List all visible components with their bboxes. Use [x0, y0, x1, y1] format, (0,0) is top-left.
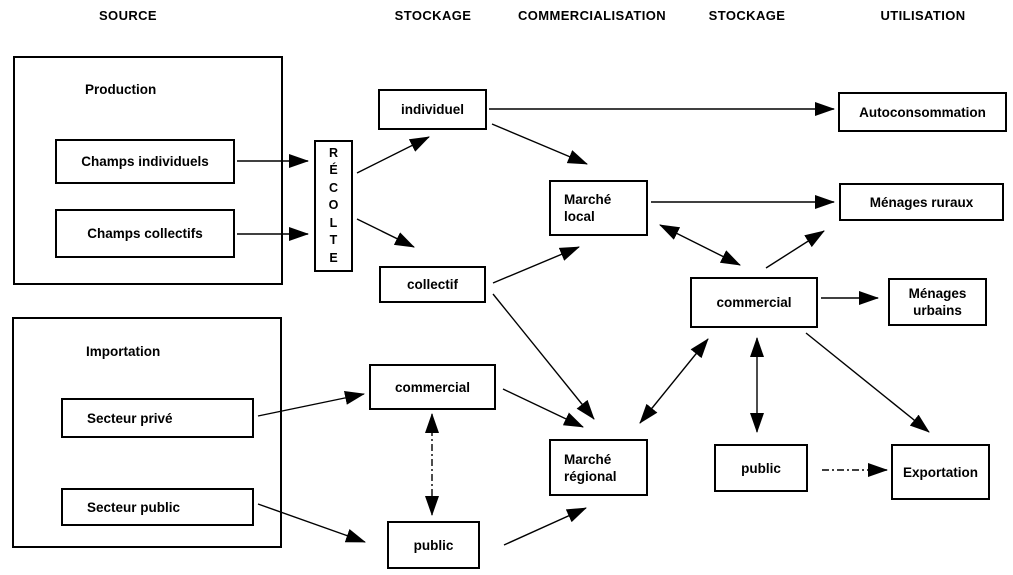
edge-collectif-to-marche-regional: [492, 293, 595, 420]
node-label: public: [413, 537, 454, 553]
edge-commercial-stockage-2-to-marche-regional: [639, 338, 709, 424]
group-label-production: Production: [85, 82, 157, 97]
node-autoconsommation: Autoconsommation: [838, 92, 1007, 132]
node-label: individuel: [400, 102, 464, 117]
node-label: Exportation: [902, 464, 978, 480]
node-individuel: individuel: [378, 89, 487, 130]
node-commercial-stockage-2: commercial: [690, 277, 818, 328]
column-header-source: SOURCE: [98, 8, 158, 23]
node-label: Marché: [564, 451, 612, 467]
node-label: Autoconsommation: [859, 104, 986, 120]
node-public-stockage-1: public: [387, 521, 480, 569]
node-label: commercial: [394, 379, 471, 395]
node-label: urbains: [913, 303, 962, 318]
node-exportation: Exportation: [891, 444, 990, 500]
node-label: Secteur public: [87, 499, 181, 515]
node-champs-collectifs: Champs collectifs: [55, 209, 235, 258]
edge-secteur-prive-to-commercial-stockage-1: [257, 391, 365, 417]
edge-commercial-stockage-1-to-marche-regional: [502, 388, 584, 428]
node-label: collectif: [406, 277, 458, 292]
node-menages-urbains: Ménages urbains: [888, 278, 987, 326]
node-champs-individuels: Champs individuels: [55, 139, 235, 184]
column-header-stockage-1: STOCKAGE: [394, 8, 472, 23]
node-label: T: [329, 233, 338, 248]
node-marche-local: Marché local: [549, 180, 648, 236]
edge-public-stockage-1-to-marche-regional: [503, 507, 587, 546]
node-secteur-prive: Secteur privé: [61, 398, 254, 438]
node-label: Ménages: [908, 286, 967, 301]
column-header-stockage-2: STOCKAGE: [708, 8, 786, 23]
node-label: public: [741, 460, 781, 476]
edge-commercial-stockage-2-to-exportation: [805, 332, 930, 433]
node-label: régional: [564, 468, 617, 484]
node-label: commercial: [716, 295, 792, 310]
edge-recolte-to-individuel: [356, 136, 430, 174]
node-secteur-public: Secteur public: [61, 488, 254, 526]
column-header-utilisation: UTILISATION: [880, 8, 966, 23]
edge-collectif-to-marche-local: [492, 246, 580, 284]
node-label: Secteur privé: [87, 410, 173, 426]
node-collectif: collectif: [379, 266, 486, 303]
node-label: E: [329, 250, 338, 265]
node-label: C: [328, 180, 339, 195]
group-box-importation: Importation: [12, 317, 282, 548]
edge-individuel-to-marche-local: [491, 123, 588, 165]
group-label-importation: Importation: [86, 344, 161, 359]
node-label: É: [329, 163, 338, 178]
node-label: Marché: [564, 192, 612, 207]
node-commercial-stockage-1: commercial: [369, 364, 496, 410]
edge-marche-local-to-commercial-stockage-2: [659, 224, 741, 266]
group-box-production: Production: [13, 56, 283, 285]
node-menages-ruraux: Ménages ruraux: [839, 183, 1004, 221]
edge-secteur-public-to-public-stockage-1: [257, 503, 366, 543]
node-label: Ménages ruraux: [869, 194, 974, 210]
edge-commercial-stockage-2-to-menages-ruraux: [765, 230, 825, 269]
edge-recolte-to-collectif: [356, 218, 415, 248]
column-header-commercialisation: COMMERCIALISATION: [517, 8, 667, 23]
node-label: L: [329, 215, 338, 230]
node-public-stockage-2: public: [714, 444, 808, 492]
node-label: Champs collectifs: [87, 226, 203, 241]
node-label: local: [564, 209, 595, 224]
node-label: Champs individuels: [81, 154, 209, 169]
node-label: O: [328, 198, 339, 213]
node-label: R: [328, 145, 339, 160]
